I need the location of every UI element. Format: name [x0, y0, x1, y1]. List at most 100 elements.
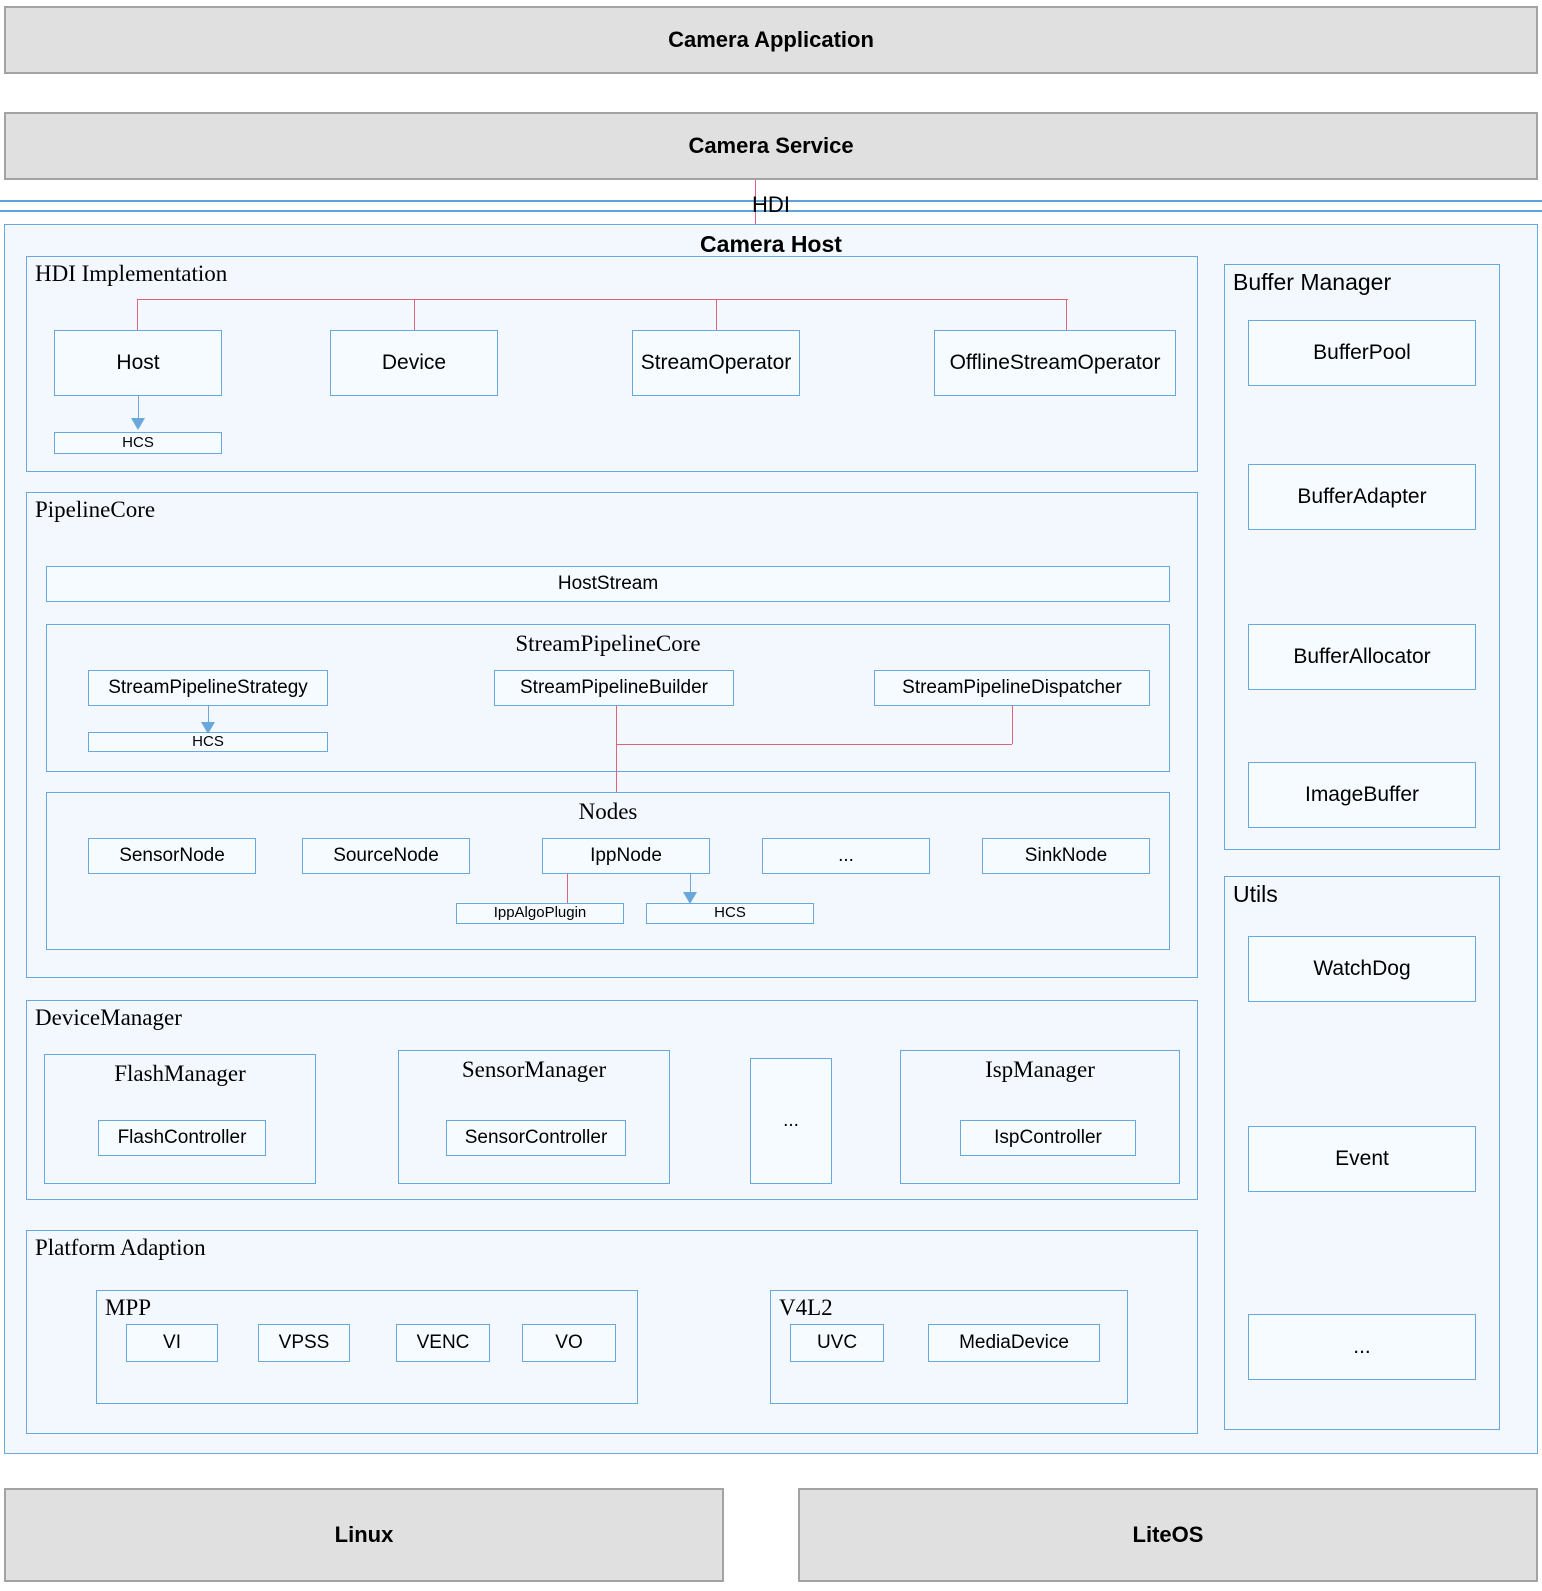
- buffer-item-bufferpool[interactable]: BufferPool: [1248, 320, 1476, 386]
- hdi-implementation-title: HDI Implementation: [35, 261, 228, 286]
- camera-service-label: Camera Service: [688, 133, 854, 158]
- spc-box-strategy[interactable]: StreamPipelineStrategy: [88, 670, 328, 706]
- manager-ispmanager-title: IspManager: [985, 1057, 1095, 1082]
- hdi-box-hcs[interactable]: HCS: [54, 432, 222, 454]
- connector-hdi-to-streamoperator: [716, 299, 717, 331]
- utils-item-watchdog-label: WatchDog: [1313, 957, 1411, 981]
- spc-box-hcs[interactable]: HCS: [88, 732, 328, 752]
- connector-builder-dispatcher-bus: [616, 744, 1012, 745]
- hdi-box-device[interactable]: Device: [330, 330, 498, 396]
- connector-builder-down: [616, 706, 617, 744]
- mpp-item-vi[interactable]: VI: [126, 1324, 218, 1362]
- platform-group-mpp-title: MPP: [105, 1295, 152, 1320]
- spc-box-builder[interactable]: StreamPipelineBuilder: [494, 670, 734, 706]
- platform-adaption-title: Platform Adaption: [35, 1235, 206, 1260]
- controller-sensorcontroller-label: SensorController: [464, 1126, 608, 1148]
- buffer-manager-title: Buffer Manager: [1233, 269, 1392, 295]
- utils-item-ellipsis[interactable]: ...: [1248, 1314, 1476, 1380]
- node-box-ippnode[interactable]: IppNode: [542, 838, 710, 874]
- pipeline-core-title: PipelineCore: [35, 497, 156, 522]
- liteos-label: LiteOS: [1132, 1522, 1204, 1547]
- hdi-box-host-label: Host: [116, 351, 160, 375]
- spc-box-hcs-label: HCS: [192, 732, 224, 750]
- mpp-item-vpss[interactable]: VPSS: [258, 1324, 350, 1362]
- node-box-ellipsis-label: ...: [838, 844, 854, 866]
- hdi-box-device-label: Device: [381, 351, 447, 375]
- buffer-item-imagebuffer-label: ImageBuffer: [1304, 783, 1419, 807]
- connector-hdi-to-offlinestreamoperator: [1066, 299, 1067, 331]
- mpp-item-vo[interactable]: VO: [522, 1324, 616, 1362]
- utils-item-event-label: Event: [1335, 1147, 1389, 1171]
- utils-title: Utils: [1233, 881, 1278, 907]
- host-stream-label: HostStream: [557, 572, 659, 594]
- connector-hdi-to-host: [137, 299, 138, 331]
- node-box-ellipsis[interactable]: ...: [762, 838, 930, 874]
- arrow-ippnode-to-hcs-line: [690, 874, 691, 896]
- node-box-ipp-hcs[interactable]: HCS: [646, 903, 814, 924]
- buffer-item-bufferadapter[interactable]: BufferAdapter: [1248, 464, 1476, 530]
- hdi-box-host[interactable]: Host: [54, 330, 222, 396]
- nodes-title: Nodes: [578, 799, 638, 824]
- camera-host-title: Camera Host: [700, 231, 842, 257]
- controller-flashcontroller-label: FlashController: [117, 1126, 247, 1148]
- node-box-ippalgoplugin-label: IppAlgoPlugin: [493, 904, 587, 922]
- device-manager-title: DeviceManager: [35, 1005, 182, 1030]
- v4l2-item-uvc[interactable]: UVC: [790, 1324, 884, 1362]
- hdi-box-streamoperator[interactable]: StreamOperator: [632, 330, 800, 396]
- v4l2-item-mediadevice-label: MediaDevice: [959, 1331, 1069, 1353]
- manager-ellipsis[interactable]: ...: [750, 1058, 832, 1184]
- connector-hdi-bus: [137, 299, 1068, 300]
- mpp-item-vi-label: VI: [163, 1331, 181, 1353]
- utils-item-ellipsis-label: ...: [1353, 1335, 1371, 1359]
- manager-sensormanager[interactable]: SensorManager: [398, 1050, 670, 1184]
- mpp-item-venc[interactable]: VENC: [396, 1324, 490, 1362]
- manager-flashmanager[interactable]: FlashManager: [44, 1054, 316, 1184]
- node-box-ipp-hcs-label: HCS: [714, 904, 746, 922]
- stream-pipeline-core-title: StreamPipelineCore: [515, 631, 701, 656]
- hdi-box-offlinestreamoperator-label: OfflineStreamOperator: [949, 351, 1161, 375]
- arrow-strategy-to-hcs-head: [201, 722, 215, 734]
- linux-layer: Linux: [4, 1488, 724, 1582]
- connector-bus-to-nodes: [616, 744, 617, 792]
- host-stream-box[interactable]: HostStream: [46, 566, 1170, 602]
- controller-sensorcontroller[interactable]: SensorController: [446, 1120, 626, 1156]
- camera-service-layer: Camera Service: [4, 112, 1538, 180]
- node-box-sensornode[interactable]: SensorNode: [88, 838, 256, 874]
- v4l2-item-uvc-label: UVC: [816, 1331, 858, 1353]
- arrow-strategy-to-hcs-line: [208, 706, 209, 726]
- v4l2-item-mediadevice[interactable]: MediaDevice: [928, 1324, 1100, 1362]
- buffer-item-bufferallocator[interactable]: BufferAllocator: [1248, 624, 1476, 690]
- arrow-host-to-hcs-line: [138, 396, 139, 420]
- spc-box-strategy-label: StreamPipelineStrategy: [108, 676, 308, 698]
- spc-box-dispatcher[interactable]: StreamPipelineDispatcher: [874, 670, 1150, 706]
- node-box-sensornode-label: SensorNode: [119, 844, 225, 866]
- manager-ellipsis-label: ...: [783, 1109, 799, 1131]
- hdi-box-hcs-label: HCS: [122, 433, 154, 451]
- platform-group-v4l2-title: V4L2: [779, 1295, 833, 1320]
- node-box-ippnode-label: IppNode: [590, 844, 662, 866]
- liteos-layer: LiteOS: [798, 1488, 1538, 1582]
- hdi-box-offlinestreamoperator[interactable]: OfflineStreamOperator: [934, 330, 1176, 396]
- utils-item-event[interactable]: Event: [1248, 1126, 1476, 1192]
- manager-sensormanager-title: SensorManager: [461, 1057, 607, 1082]
- connector-ippnode-to-ippalgoplugin: [567, 874, 568, 904]
- controller-ispcontroller-label: IspController: [994, 1126, 1102, 1148]
- connector-hdi-to-device: [414, 299, 415, 331]
- controller-flashcontroller[interactable]: FlashController: [98, 1120, 266, 1156]
- spc-box-dispatcher-label: StreamPipelineDispatcher: [902, 676, 1122, 698]
- linux-label: Linux: [334, 1522, 394, 1547]
- buffer-item-bufferallocator-label: BufferAllocator: [1293, 645, 1431, 669]
- mpp-item-venc-label: VENC: [416, 1331, 470, 1353]
- spc-box-builder-label: StreamPipelineBuilder: [520, 676, 708, 698]
- controller-ispcontroller[interactable]: IspController: [960, 1120, 1136, 1156]
- connector-dispatcher-down: [1012, 706, 1013, 744]
- node-box-ippalgoplugin[interactable]: IppAlgoPlugin: [456, 903, 624, 924]
- node-box-sourcenode[interactable]: SourceNode: [302, 838, 470, 874]
- camera-application-label: Camera Application: [668, 27, 874, 52]
- arrow-ippnode-to-hcs-head: [683, 892, 697, 904]
- buffer-item-imagebuffer[interactable]: ImageBuffer: [1248, 762, 1476, 828]
- utils-item-watchdog[interactable]: WatchDog: [1248, 936, 1476, 1002]
- manager-flashmanager-title: FlashManager: [114, 1061, 246, 1086]
- manager-ispmanager[interactable]: IspManager: [900, 1050, 1180, 1184]
- node-box-sinknode[interactable]: SinkNode: [982, 838, 1150, 874]
